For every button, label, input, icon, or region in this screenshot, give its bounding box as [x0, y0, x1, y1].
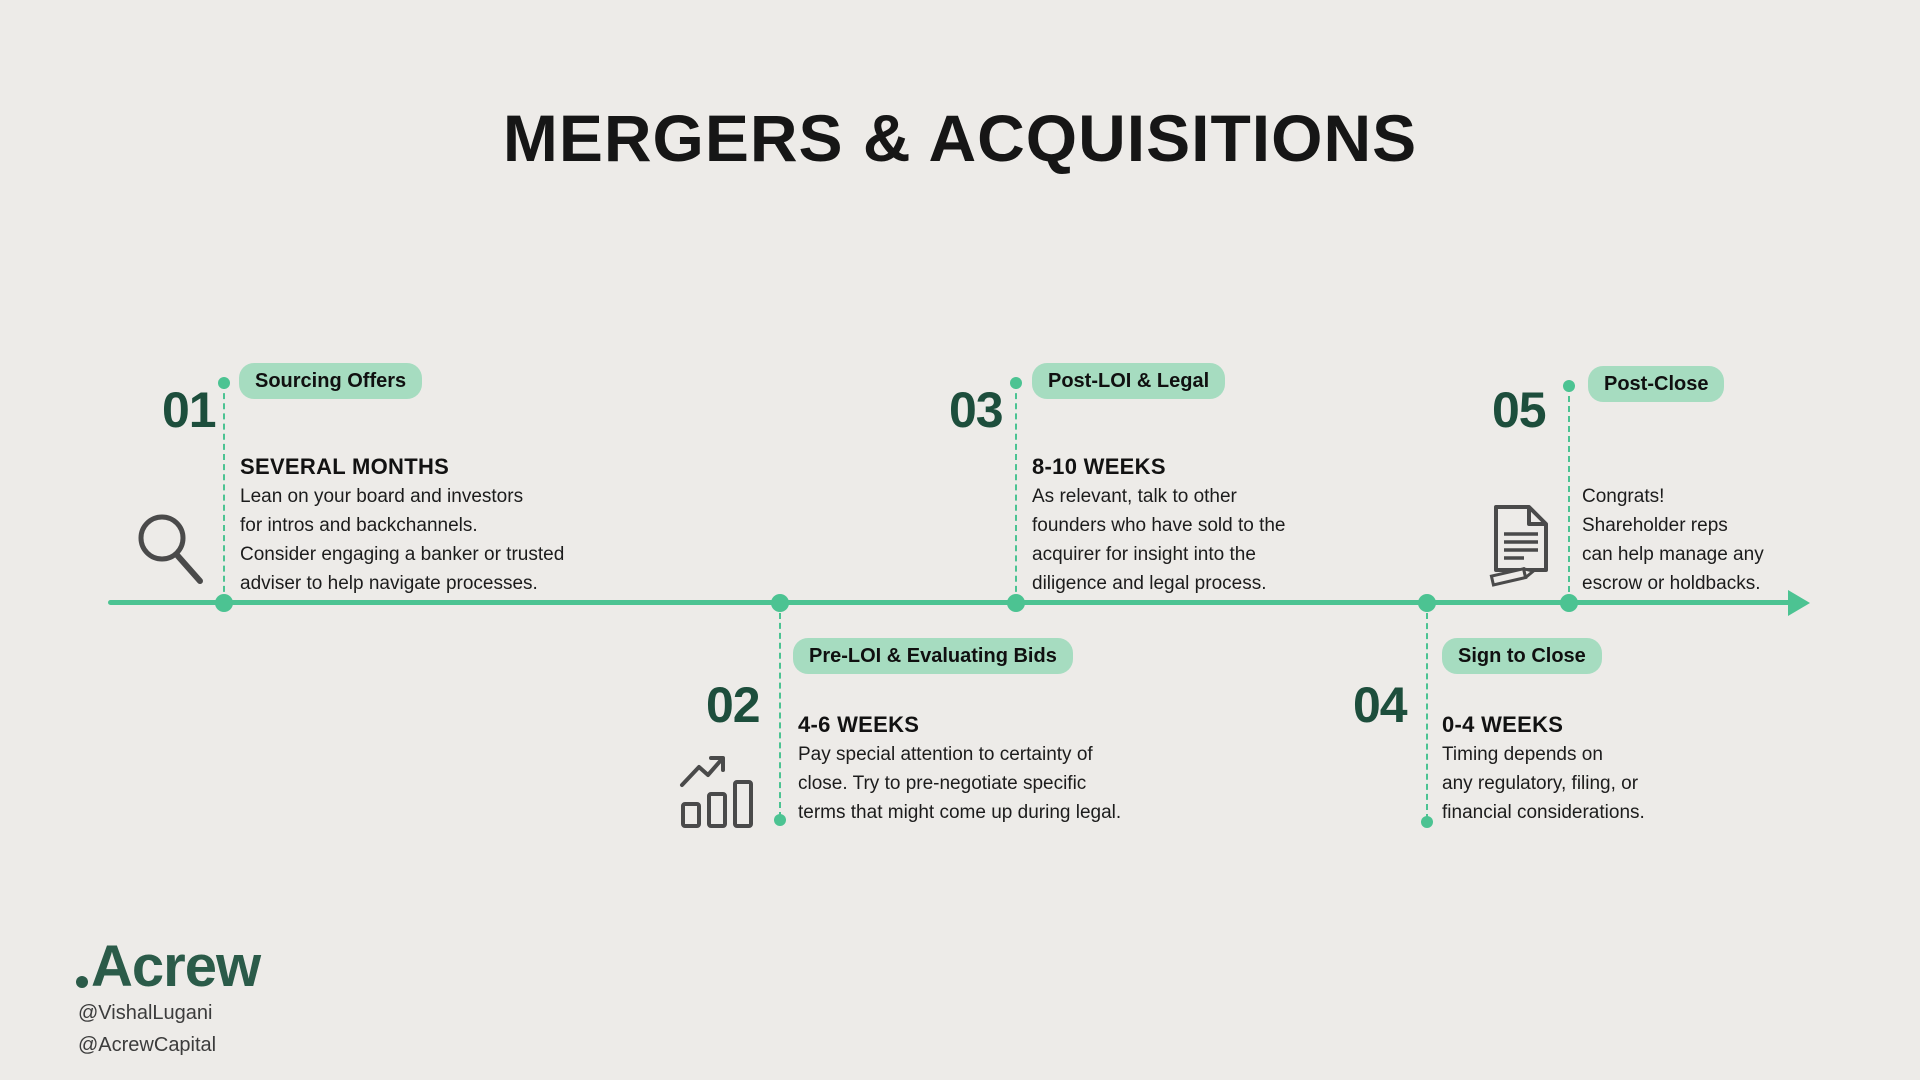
milestone-connector	[779, 603, 781, 818]
magnifier-icon	[138, 514, 203, 584]
connector-end-dot	[1010, 377, 1022, 389]
milestone-number: 02	[706, 677, 761, 733]
milestone-label-badge: Sign to Close	[1442, 638, 1602, 674]
milestone-connector	[223, 383, 225, 602]
milestone-description: Congrats! Shareholder reps can help mana…	[1582, 486, 1764, 594]
milestone-label-badge: Sourcing Offers	[239, 363, 423, 399]
timeline-arrowhead-icon	[1788, 590, 1810, 616]
connector-end-dot	[1563, 380, 1575, 392]
page-title: MERGERS & ACQUISITIONS	[502, 101, 1418, 175]
document-pen-icon	[1489, 505, 1548, 587]
milestone-duration: 8-10 WEEKS	[1032, 454, 1166, 479]
milestone-number: 04	[1353, 677, 1408, 733]
milestone-description: Pay special attention to certainty of cl…	[798, 744, 1122, 823]
social-handle-acrew: @AcrewCapital	[78, 1034, 217, 1056]
social-handle-vishal: @VishalLugani	[78, 1002, 213, 1024]
milestone-description: As relevant, talk to other founders who …	[1032, 486, 1286, 594]
logo-text: Acrew	[91, 934, 261, 999]
milestone-duration: SEVERAL MONTHS	[240, 454, 450, 479]
milestone-duration: 4-6 WEEKS	[798, 712, 920, 737]
milestone-label-badge: Post-LOI & Legal	[1032, 363, 1226, 399]
milestone-number: 05	[1492, 382, 1547, 438]
milestone-number: 03	[949, 382, 1004, 438]
milestone-connector	[1015, 383, 1017, 602]
timeline-node-dot	[215, 594, 233, 612]
milestone-label-badge: Post-Close	[1588, 366, 1725, 402]
milestone-duration: 0-4 WEEKS	[1442, 712, 1564, 737]
connector-end-dot	[1421, 816, 1433, 828]
milestone-description: Timing depends on any regulatory, filing…	[1442, 744, 1645, 823]
milestone-connector	[1568, 386, 1570, 602]
connector-end-dot	[218, 377, 230, 389]
timeline-node-dot	[1418, 594, 1436, 612]
timeline-node-dot	[1007, 594, 1025, 612]
connector-end-dot	[774, 814, 786, 826]
milestone-number: 01	[162, 382, 217, 438]
timeline-node-dot	[1560, 594, 1578, 612]
timeline-axis	[108, 600, 1792, 605]
acrew-logo: Acrew	[76, 934, 261, 999]
timeline-node-dot	[771, 594, 789, 612]
logo-dot-icon	[76, 976, 88, 988]
milestone-connector	[1426, 603, 1428, 820]
milestone-label-badge: Pre-LOI & Evaluating Bids	[793, 638, 1073, 674]
milestone-description: Lean on your board and investors for int…	[240, 486, 565, 594]
bar-chart-icon	[680, 756, 753, 828]
